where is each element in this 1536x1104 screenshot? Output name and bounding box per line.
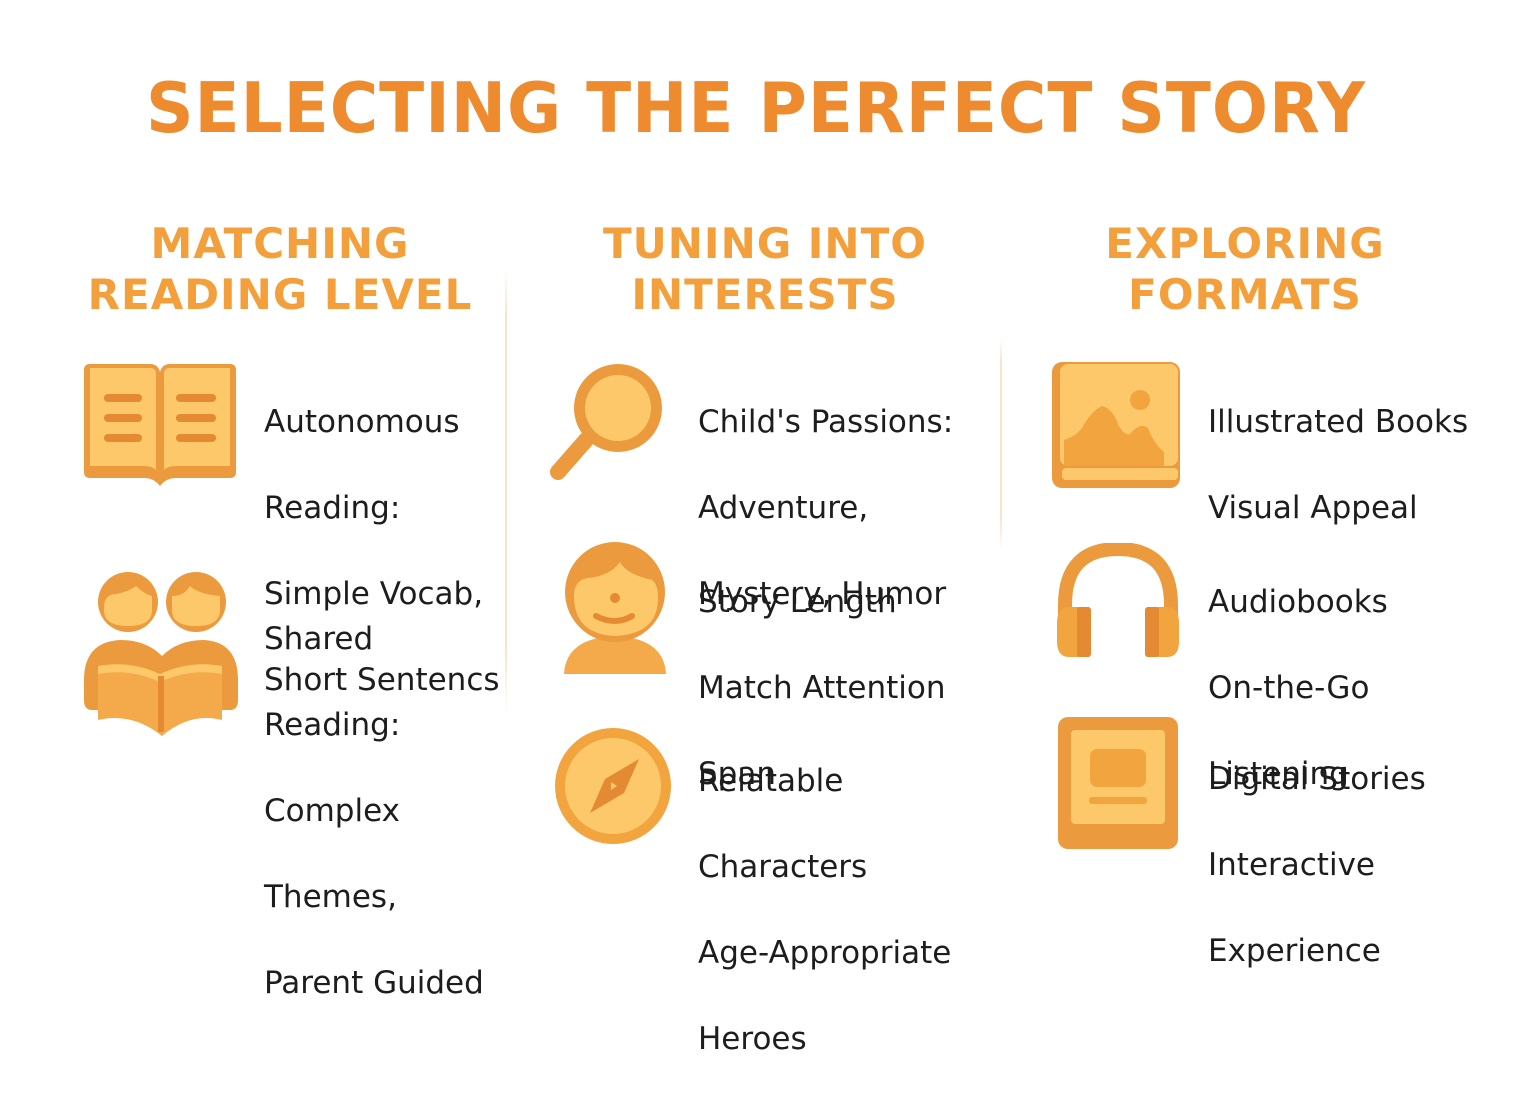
item-line: Audiobooks	[1208, 584, 1388, 620]
item-line: Listening	[1208, 756, 1349, 792]
heading-line: FORMATS	[1128, 270, 1362, 319]
tablet-icon	[1058, 717, 1178, 849]
item-shared-reading: Shared Reading: Complex Themes, Parent G…	[264, 575, 484, 1048]
item-line: Experience	[1208, 933, 1381, 969]
shared-reading-icon	[84, 572, 238, 736]
column-heading-interests: TUNING INTO INTERESTS	[545, 218, 985, 320]
item-line: Age-Appropriate	[698, 935, 952, 971]
column-divider	[1000, 340, 1002, 550]
item-line: Short Sentencs	[264, 662, 500, 698]
page-title: SELECTING THE PERFECT STORY	[145, 68, 1367, 149]
item-line: Complex	[264, 793, 400, 829]
item-childs-passions: Child's Passions: Adventure, Mystery, Hu…	[698, 358, 953, 659]
heading-line: MATCHING	[150, 219, 410, 268]
magnifying-glass-icon	[550, 364, 662, 480]
item-story-length: Story Length Match Attention Span	[698, 538, 946, 839]
heading-line: INTERESTS	[631, 270, 899, 319]
child-face-icon	[564, 542, 666, 674]
item-line: Match Attention	[698, 670, 946, 706]
column-heading-formats: EXPLORING FORMATS	[1025, 218, 1465, 320]
item-line: Characters	[698, 849, 868, 885]
item-line: Shared	[264, 621, 374, 657]
item-line: Illustrated Books	[1208, 404, 1469, 440]
picture-book-icon	[1052, 362, 1180, 488]
headphones-icon	[1057, 543, 1179, 657]
item-line: Relatable	[698, 763, 844, 799]
item-relatable-characters: Relatable Characters Age-Appropriate Her…	[698, 717, 951, 1104]
item-illustrated-books: Illustrated Books Visual Appeal	[1208, 358, 1468, 573]
column-heading-reading-level: MATCHING READING LEVEL	[60, 218, 500, 320]
column-divider	[505, 270, 507, 715]
item-digital-stories: Digital Stories Interactive Experience	[1208, 715, 1426, 1016]
item-line: Span	[698, 756, 776, 792]
item-line: Mystery, Humor	[698, 576, 947, 612]
item-line: Autonomous	[264, 404, 460, 440]
item-line: Reading:	[264, 490, 401, 526]
item-line: Adventure,	[698, 490, 869, 526]
heading-line: READING LEVEL	[87, 270, 473, 319]
item-line: Themes,	[264, 879, 397, 915]
item-line: Visual Appeal	[1208, 490, 1418, 526]
item-autonomous-reading: Autonomous Reading: Simple Vocab, Short …	[264, 358, 500, 745]
item-line: Simple Vocab,	[264, 576, 484, 612]
item-line: Parent Guided	[264, 965, 484, 1001]
item-line: Story Length	[698, 584, 897, 620]
item-line: Child's Passions:	[698, 404, 954, 440]
item-line: Interactive	[1208, 847, 1375, 883]
item-audiobooks: Audiobooks On-the-Go Listening	[1208, 538, 1388, 839]
heading-line: EXPLORING	[1105, 219, 1385, 268]
item-line: Digital Stories	[1208, 761, 1426, 797]
heading-line: TUNING INTO	[603, 219, 927, 268]
open-book-icon	[84, 364, 236, 486]
compass-icon	[555, 728, 671, 844]
item-line: On-the-Go	[1208, 670, 1370, 706]
item-line: Reading:	[264, 707, 401, 743]
item-line: Heroes	[698, 1021, 807, 1057]
